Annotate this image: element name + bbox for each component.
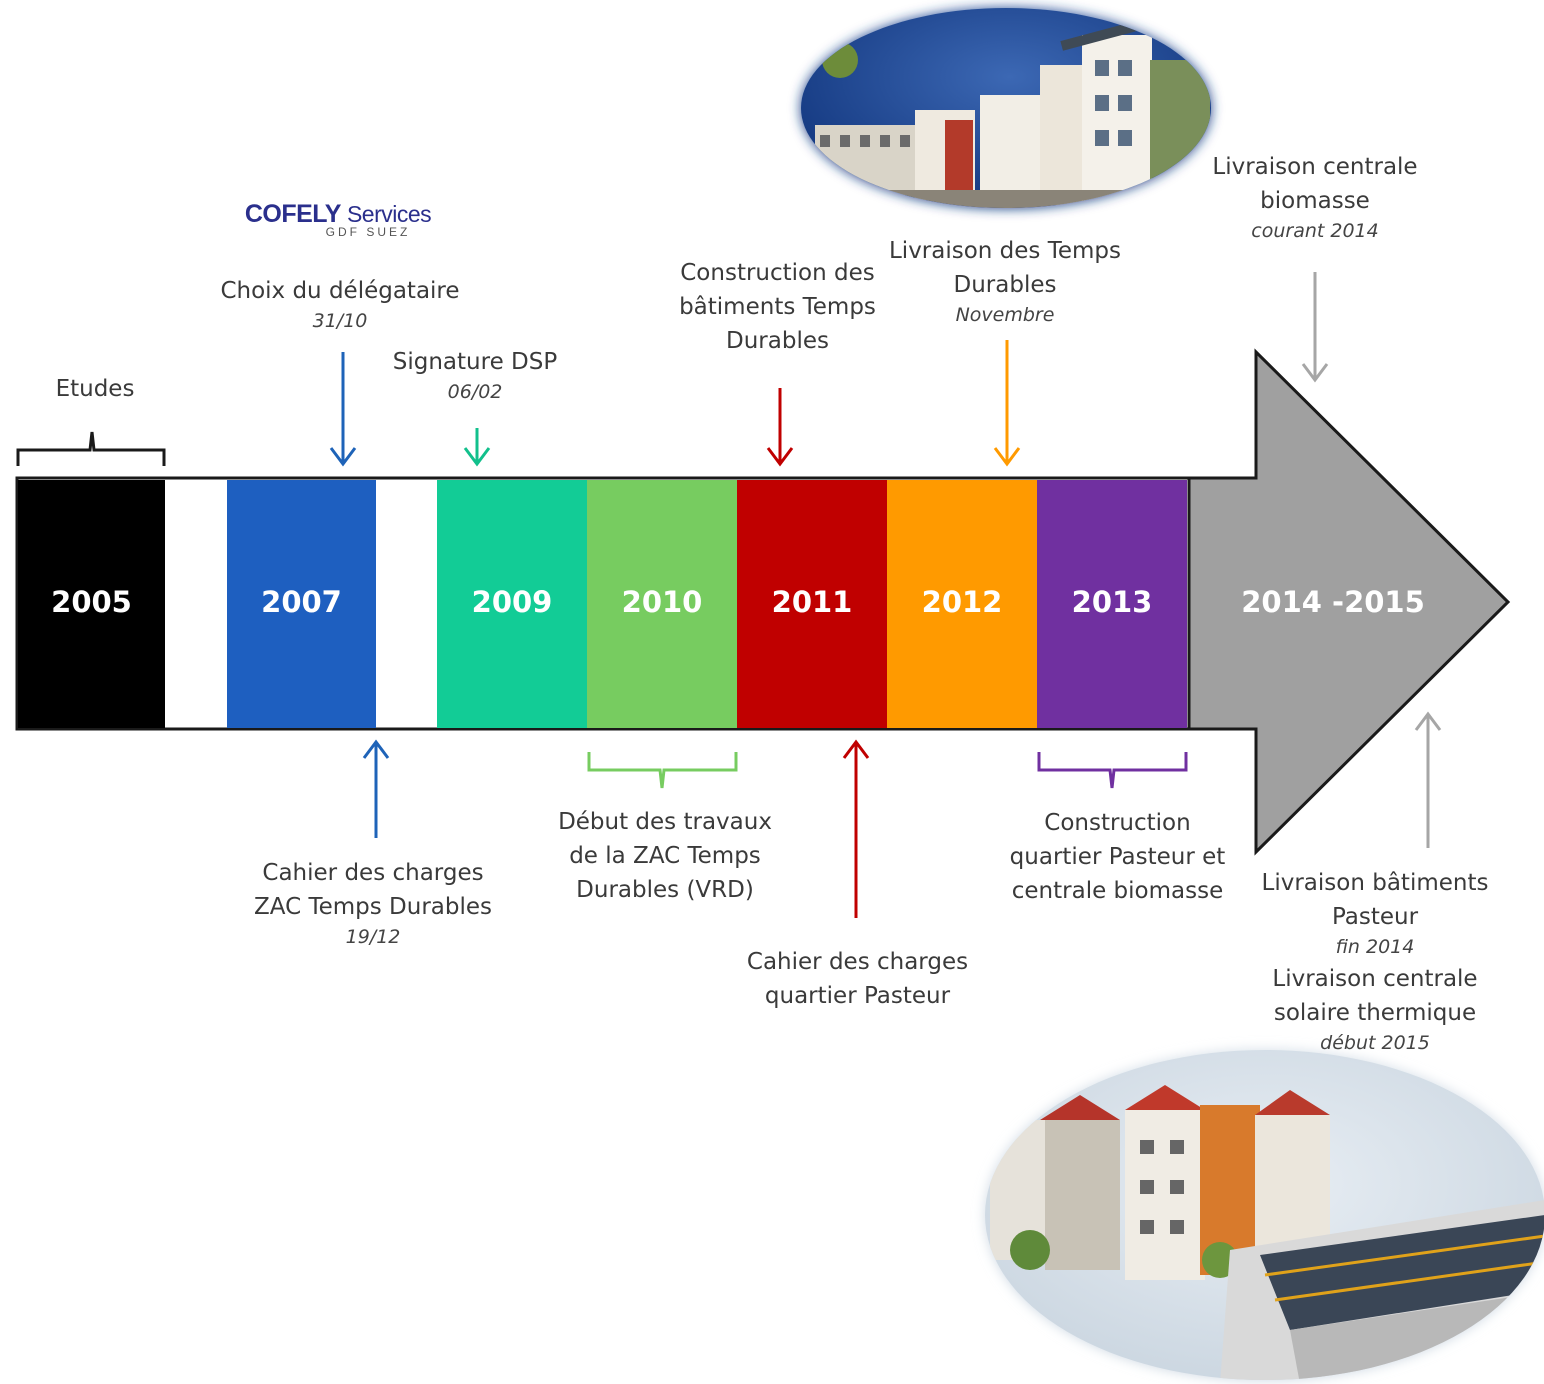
livraison-temps-date: Novembre — [955, 304, 1055, 326]
livraison-pasteur-date: fin 2014 — [1335, 936, 1415, 958]
arrow-cahier-zac — [362, 739, 390, 838]
year-label-2007: 2007 — [261, 585, 342, 619]
construction-batiments-line-2: bâtiments Temps — [679, 294, 876, 320]
arrow-livraison-temps — [993, 340, 1021, 467]
photo-temps-durables — [801, 8, 1211, 208]
label-choix: Choix du délégataire 31/10 — [200, 274, 480, 334]
label-etudes: Etudes — [20, 372, 170, 406]
livraison-solaire-line-1: Livraison centrale — [1272, 966, 1478, 992]
label-cahier-zac: Cahier des charges ZAC Temps Durables 19… — [238, 856, 508, 950]
year-block-2011 — [737, 480, 887, 728]
etudes-text: Etudes — [55, 376, 135, 402]
year-label-2011: 2011 — [772, 585, 853, 619]
arrow-cahier-pasteur — [842, 739, 870, 918]
logo-brand-suffix: Services — [346, 201, 432, 227]
arrow-choix — [329, 352, 357, 467]
cofely-logo: COFELY Services GDF SUEZ — [238, 200, 438, 239]
arrow-livraison-pasteur — [1414, 711, 1442, 848]
debut-travaux-line-2: de la ZAC Temps — [569, 843, 761, 869]
label-livraison-temps: Livraison des Temps Durables Novembre — [870, 234, 1140, 328]
year-block-2005 — [18, 480, 165, 728]
construction-pasteur-line-2: quartier Pasteur et — [1009, 844, 1226, 870]
arrow-livraison-biomasse — [1301, 272, 1329, 383]
livraison-temps-line-1: Livraison des Temps — [888, 238, 1122, 264]
debut-travaux-line-3: Durables (VRD) — [576, 877, 754, 903]
livraison-pasteur-line-1: Livraison bâtiments — [1261, 870, 1489, 896]
year-label-2010: 2010 — [622, 585, 703, 619]
year-label-2014-2015: 2014 -2015 — [1241, 585, 1425, 619]
signature-line-1: Signature DSP — [392, 349, 558, 375]
livraison-temps-line-2: Durables — [953, 272, 1057, 298]
label-livraison-solaire: Livraison centrale solaire thermique déb… — [1245, 962, 1505, 1056]
construction-batiments-line-3: Durables — [726, 328, 829, 354]
label-construction-pasteur: Construction quartier Pasteur et central… — [990, 806, 1245, 908]
pasteur-brace — [1037, 752, 1188, 789]
year-label-2012: 2012 — [922, 585, 1003, 619]
year-block-2013 — [1037, 480, 1187, 728]
year-label-2013: 2013 — [1072, 585, 1153, 619]
cahier-pasteur-line-2: quartier Pasteur — [764, 983, 951, 1009]
year-label-2005: 2005 — [51, 585, 132, 619]
timeline-arrowhead — [1185, 348, 1511, 856]
livraison-biomasse-line-1: Livraison centrale — [1212, 154, 1418, 180]
cahier-zac-date: 19/12 — [345, 926, 401, 948]
etudes-brace — [16, 431, 166, 466]
construction-batiments-line-1: Construction des — [680, 260, 875, 286]
label-debut-travaux: Début des travaux de la ZAC Temps Durabl… — [540, 805, 790, 907]
construction-pasteur-line-3: centrale biomasse — [1011, 878, 1224, 904]
label-livraison-pasteur: Livraison bâtiments Pasteur fin 2014 — [1245, 866, 1505, 960]
livraison-solaire-date: début 2015 — [1320, 1032, 1430, 1054]
cahier-pasteur-line-1: Cahier des charges — [746, 949, 969, 975]
label-construction-batiments: Construction des bâtiments Temps Durable… — [650, 256, 905, 358]
cahier-zac-line-2: ZAC Temps Durables — [253, 894, 492, 920]
cahier-zac-line-1: Cahier des charges — [262, 860, 484, 886]
debut-travaux-line-1: Début des travaux — [558, 809, 772, 835]
label-signature: Signature DSP 06/02 — [370, 345, 580, 405]
choix-date: 31/10 — [312, 310, 368, 332]
arrow-signature — [463, 428, 491, 467]
label-livraison-biomasse: Livraison centrale biomasse courant 2014 — [1195, 150, 1435, 244]
logo-tagline: GDF SUEZ — [325, 225, 411, 239]
livraison-pasteur-line-2: Pasteur — [1331, 904, 1419, 930]
signature-date: 06/02 — [447, 381, 503, 403]
year-block-2009 — [437, 480, 587, 728]
arrow-construction-batiments — [766, 388, 794, 467]
livraison-solaire-line-2: solaire thermique — [1273, 1000, 1477, 1026]
year-label-2009: 2009 — [472, 585, 553, 619]
photo-quartier-pasteur — [985, 1050, 1544, 1380]
choix-line-1: Choix du délégataire — [220, 278, 460, 304]
travaux-brace — [587, 752, 738, 789]
logo-brand: COFELY — [244, 200, 341, 228]
livraison-biomasse-line-2: biomasse — [1260, 188, 1370, 214]
construction-pasteur-line-1: Construction — [1044, 810, 1191, 836]
year-block-2010 — [587, 480, 737, 728]
year-block-2007 — [227, 480, 376, 728]
label-cahier-pasteur: Cahier des charges quartier Pasteur — [730, 945, 985, 1013]
livraison-biomasse-date: courant 2014 — [1251, 220, 1379, 242]
year-block-2012 — [887, 480, 1037, 728]
